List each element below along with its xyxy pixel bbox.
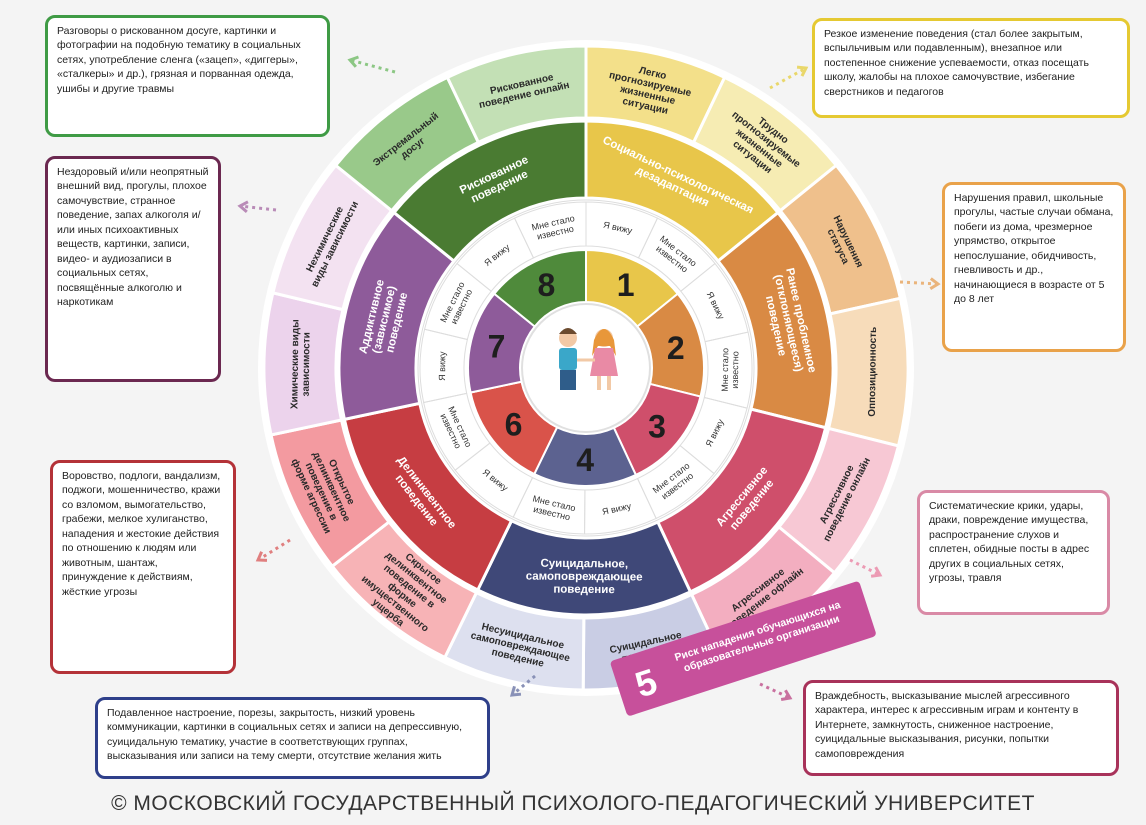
box-addiction-signs: Нездоровый и/или неопрятный внешний вид,… [45,156,221,382]
girl-dress [590,348,618,376]
copyright-footer: © МОСКОВСКИЙ ГОСУДАРСТВЕННЫЙ ПСИХОЛОГО-П… [111,792,1035,815]
category-label-line: самоповреждающее [526,571,643,584]
category-segment [391,119,588,264]
box-early-problem-signs: Нарушения правил, школьные прогулы, част… [942,182,1126,352]
observation-cell [513,201,587,259]
boy-pants [560,370,576,390]
connector-arrow [849,558,881,577]
connector-arrow [769,66,807,90]
core-sector [492,248,587,328]
core-number: 4 [576,442,594,478]
box-delinquent-signs: Воровство, подлоги, вандализм, поджоги, … [50,460,236,674]
children-icon [559,328,618,390]
girl-hair [592,329,616,356]
box-aggressive-signs: Систематические крики, удары, драки, пов… [917,490,1110,615]
connector-arrowhead [780,689,793,701]
connector-arrow [511,674,536,697]
outer-segment-label-line: зависимости [301,332,313,396]
outer-segment-label: Химические видызависимости [289,319,312,409]
observation-label: Мне сталоизвестно [720,348,741,392]
connector-arrowhead [347,55,359,68]
connector-arrowhead [870,566,883,578]
outer-segment-label: Оппозиционность [867,327,879,417]
category-label-line: Суицидальное, [540,558,628,571]
box-attack-risk-signs: Враждебность, высказывание мыслей агресс… [803,680,1119,776]
core-number: 2 [667,330,685,366]
outer-segment-label-line: Химические виды [289,319,301,409]
core-number: 8 [537,267,555,303]
box-disadaptation-signs: Резкое изменение поведения (стал более з… [812,18,1130,118]
observation-label-line: известно [730,351,740,389]
connector-arrowhead [255,551,268,562]
category-label-line: поведение [553,584,615,597]
boy-shirt [559,348,577,370]
observation-label: Я вижу [437,351,447,381]
girl-leg [607,376,611,390]
connector-arrowhead [509,685,522,697]
attack-risk-band [610,581,876,716]
core-number: 7 [488,329,506,365]
connector-arrow [349,58,396,74]
box-risky-signs: Разговоры о рискованном досуге, картинки… [45,15,330,137]
connector-arrowhead [796,65,809,77]
center-disc [521,303,651,433]
connector-arrow [899,280,939,286]
connector-arrow [759,682,791,700]
observation-label-line: Мне стало [720,348,731,392]
outer-segment-label: Легкопрогнозируемыежизненныеситуации [603,59,695,121]
box-suicidal-signs: Подавленное настроение, порезы, закрытос… [95,697,490,779]
outer-segment [445,44,588,145]
core-number: 1 [617,267,635,303]
girl-leg [597,376,601,390]
outer-segment-label-line: Оппозиционность [867,327,879,417]
core-number: 6 [505,407,523,443]
observation-label-line: Я вижу [437,351,447,381]
connector-arrow [257,538,291,562]
connector-arrowhead [237,200,249,214]
boy-hair [559,328,577,334]
core-number: 3 [648,409,666,445]
connector-arrowhead [929,277,941,290]
connector-arrow [239,204,277,212]
